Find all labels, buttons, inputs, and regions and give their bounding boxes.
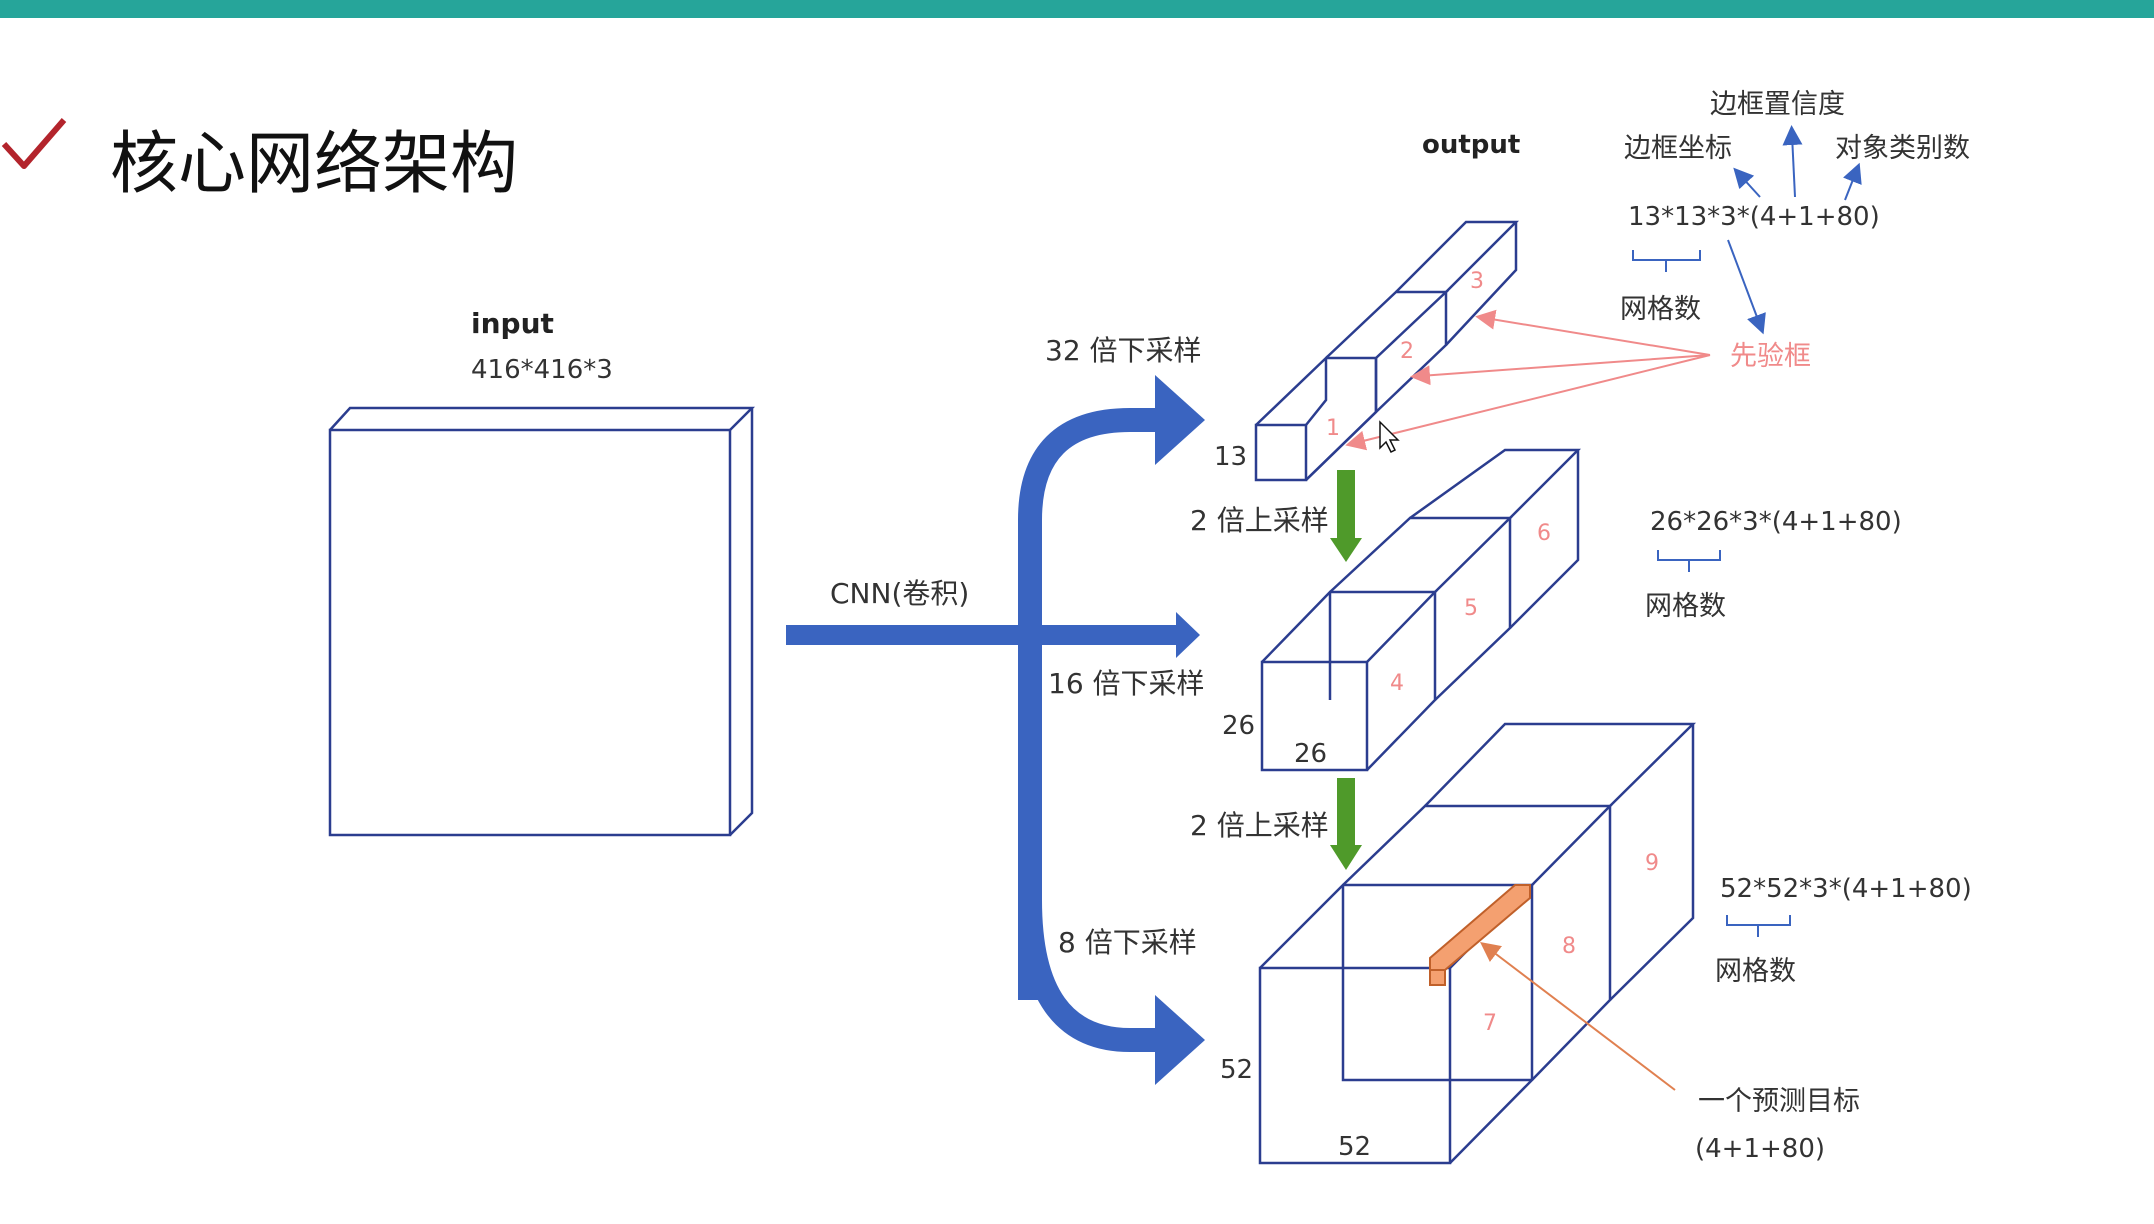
grid-52-height-label: 52 <box>1220 1055 1253 1085</box>
upsample-arrow-1 <box>1330 470 1362 562</box>
output-block-13 <box>1254 220 1520 482</box>
output-block-52 <box>1258 722 1697 1165</box>
anchor-5-label: 5 <box>1464 596 1478 621</box>
cnn-label: CNN(卷积) <box>830 577 969 610</box>
formula-13-arrows <box>1727 125 1862 335</box>
grid-52-width-label: 52 <box>1338 1132 1371 1162</box>
formula-52: 52*52*3*(4+1+80) <box>1720 874 1972 904</box>
anchor-2-label: 2 <box>1400 339 1414 364</box>
grid-brace-26 <box>1657 550 1721 572</box>
formula-26: 26*26*3*(4+1+80) <box>1650 507 1902 537</box>
input-label: input <box>471 307 554 340</box>
grid-note-26: 网格数 <box>1645 591 1726 622</box>
anchor-1-label: 1 <box>1326 416 1340 441</box>
grid-13-label: 13 <box>1214 442 1247 472</box>
predicted-target-cell <box>1429 884 1531 986</box>
anchor-7-label: 7 <box>1483 1011 1497 1036</box>
box-coords-label: 边框坐标 <box>1624 133 1732 164</box>
branch-8x-label: 8 倍下采样 <box>1058 926 1197 959</box>
prior-box-label: 先验框 <box>1730 341 1811 372</box>
anchor-3-label: 3 <box>1470 269 1484 294</box>
upsample-label-2: 2 倍上采样 <box>1190 809 1329 842</box>
grid-note-13: 网格数 <box>1620 294 1701 325</box>
target-pointer <box>1480 941 1676 1091</box>
box-confidence-label: 边框置信度 <box>1710 89 1845 120</box>
branch-16x-label: 16 倍下采样 <box>1048 667 1205 700</box>
grid-26-height-label: 26 <box>1222 711 1255 741</box>
upsample-label-1: 2 倍上采样 <box>1190 504 1329 537</box>
grid-note-52: 网格数 <box>1715 956 1796 987</box>
branch-32x-label: 32 倍下采样 <box>1045 334 1202 367</box>
branch-arrows <box>1018 375 1205 1085</box>
input-block <box>328 406 756 837</box>
formula-13: 13*13*3*(4+1+80) <box>1628 202 1880 232</box>
class-count-label: 对象类别数 <box>1835 133 1970 164</box>
upsample-arrow-2 <box>1330 778 1362 870</box>
grid-26-width-label: 26 <box>1294 739 1327 769</box>
prior-box-arrows <box>1345 309 1711 451</box>
mouse-cursor-icon <box>1379 420 1400 454</box>
target-formula: (4+1+80) <box>1695 1134 1825 1164</box>
top-accent-bar <box>0 0 2154 18</box>
anchor-9-label: 9 <box>1645 851 1659 876</box>
anchor-6-label: 6 <box>1537 521 1551 546</box>
grid-brace-52 <box>1726 915 1791 937</box>
checkmark-icon <box>1 118 67 169</box>
output-label: output <box>1422 130 1520 160</box>
input-size-label: 416*416*3 <box>471 355 613 385</box>
grid-brace-13 <box>1632 250 1701 272</box>
anchor-8-label: 8 <box>1562 934 1576 959</box>
page-title: 核心网络架构 <box>110 125 519 204</box>
anchor-4-label: 4 <box>1390 671 1404 696</box>
output-block-26 <box>1260 448 1582 772</box>
target-label: 一个预测目标 <box>1698 1086 1860 1117</box>
cnn-arrow <box>786 612 1200 658</box>
